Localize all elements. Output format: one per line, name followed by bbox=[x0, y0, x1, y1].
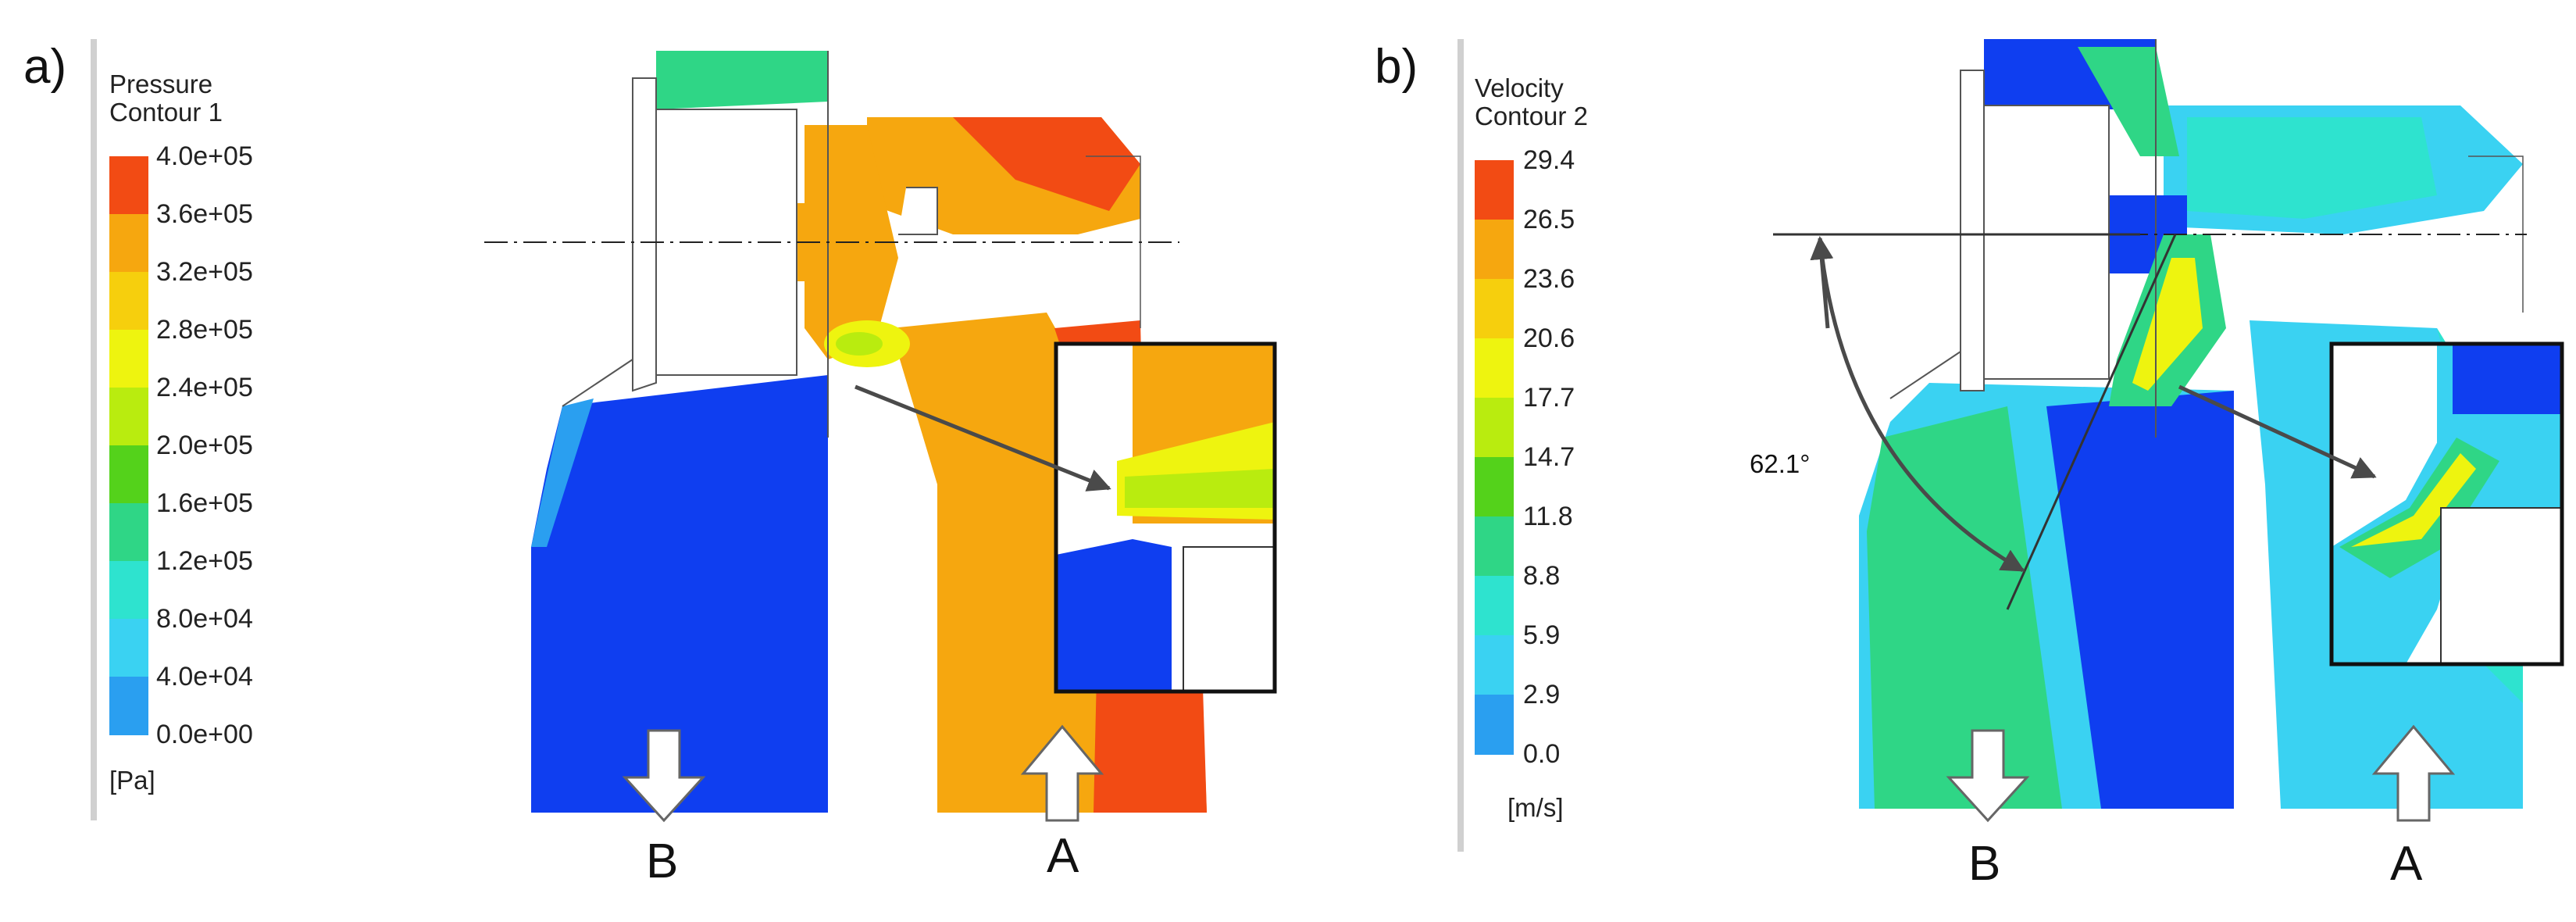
pressure-jet-inner bbox=[836, 332, 883, 356]
pressure-port-b-duct bbox=[531, 375, 828, 813]
velocity-port-b-green bbox=[1867, 406, 2062, 809]
port-a-up-arrow-b bbox=[2371, 724, 2456, 822]
legend-tick-label: 23.6 bbox=[1523, 264, 1575, 294]
velocity-port-b-slow bbox=[2046, 391, 2234, 809]
colorbar-band bbox=[109, 388, 148, 446]
velocity-valve-body bbox=[1960, 70, 1985, 391]
panel-b-label: b) bbox=[1375, 40, 1418, 94]
legend-tick-label: 3.6e+05 bbox=[156, 199, 253, 229]
colorbar-band bbox=[1475, 576, 1514, 636]
pressure-contour bbox=[484, 51, 1277, 823]
velocity-contour bbox=[1773, 39, 2564, 823]
legend-tick-label: 8.8 bbox=[1523, 561, 1561, 591]
port-b-down-arrow-b bbox=[1946, 729, 2030, 823]
legend-b-unit: [m/s] bbox=[1507, 793, 1564, 822]
legend-tick-label: 29.4 bbox=[1523, 145, 1575, 175]
legend-tick-label: 11.8 bbox=[1523, 502, 1573, 531]
legend-tick-label: 1.2e+05 bbox=[156, 546, 253, 576]
legend-b-colorbar bbox=[1475, 160, 1514, 755]
panel-a-port-a-label: A bbox=[1047, 829, 1079, 883]
legend-tick-label: 2.0e+05 bbox=[156, 431, 253, 460]
legend-tick-label: 14.7 bbox=[1523, 442, 1575, 472]
colorbar-band bbox=[109, 619, 148, 677]
colorbar-band bbox=[1475, 398, 1514, 458]
colorbar-band bbox=[109, 214, 148, 273]
pressure-detail-arrow bbox=[855, 384, 1111, 491]
colorbar-band bbox=[1475, 279, 1514, 339]
colorbar-band bbox=[1475, 338, 1514, 398]
panel-b-port-b-label: B bbox=[1968, 837, 2001, 891]
pressure-valve-body bbox=[632, 77, 657, 392]
legend-tick-label: 2.4e+05 bbox=[156, 373, 253, 402]
legend-tick-label: 2.9 bbox=[1523, 680, 1561, 709]
colorbar-band bbox=[1475, 695, 1514, 755]
legend-b-title-line2: Contour 2 bbox=[1475, 101, 1588, 130]
pressure-port-b-edge bbox=[531, 398, 594, 547]
legend-a-title: Pressure Contour 1 bbox=[109, 70, 223, 126]
legend-tick-label: 0.0 bbox=[1523, 739, 1561, 769]
legend-b-title-line1: Velocity bbox=[1475, 73, 1564, 102]
pressure-inset bbox=[1054, 341, 1277, 694]
velocity-detail-arrow bbox=[2178, 384, 2377, 479]
colorbar-band bbox=[109, 445, 148, 504]
velocity-top-jet bbox=[2078, 47, 2179, 156]
colorbar-band bbox=[109, 503, 148, 562]
colorbar-band bbox=[1475, 457, 1514, 517]
colorbar-band bbox=[109, 156, 148, 215]
panel-b-port-a-label: A bbox=[2390, 837, 2423, 891]
legend-tick-label: 20.6 bbox=[1523, 323, 1575, 353]
legend-a-unit: [Pa] bbox=[109, 766, 155, 795]
legend-tick-label: 1.6e+05 bbox=[156, 488, 253, 518]
colorbar-band bbox=[1475, 635, 1514, 695]
legend-a-frame bbox=[91, 39, 97, 820]
legend-b-frame bbox=[1457, 39, 1464, 852]
colorbar-band bbox=[109, 272, 148, 331]
legend-tick-label: 0.0e+00 bbox=[156, 720, 253, 749]
colorbar-band bbox=[109, 677, 148, 735]
colorbar-band bbox=[109, 330, 148, 388]
legend-b-title: Velocity Contour 2 bbox=[1475, 74, 1588, 130]
legend-tick-label: 8.0e+04 bbox=[156, 604, 253, 634]
legend-tick-label: 2.8e+05 bbox=[156, 315, 253, 345]
legend-tick-label: 4.0e+05 bbox=[156, 141, 253, 171]
legend-tick-label: 26.5 bbox=[1523, 205, 1575, 234]
panel-a-port-b-label: B bbox=[646, 834, 679, 888]
angle-label: 62.1° bbox=[1750, 449, 1811, 478]
velocity-inset bbox=[2329, 341, 2564, 666]
colorbar-band bbox=[1475, 516, 1514, 577]
port-a-up-arrow bbox=[1020, 724, 1104, 822]
legend-tick-label: 4.0e+04 bbox=[156, 662, 253, 692]
legend-tick-label: 3.2e+05 bbox=[156, 257, 253, 287]
port-b-down-arrow bbox=[622, 729, 706, 823]
pressure-upper-hot bbox=[953, 117, 1140, 211]
velocity-angle-arc bbox=[1818, 238, 2025, 573]
colorbar-band bbox=[1475, 220, 1514, 280]
legend-a-title-line1: Pressure bbox=[109, 70, 213, 98]
legend-tick-label: 5.9 bbox=[1523, 620, 1561, 650]
colorbar-band bbox=[1475, 160, 1514, 220]
colorbar-band bbox=[109, 561, 148, 620]
velocity-valve-block bbox=[1983, 105, 2110, 380]
panel-a-label: a) bbox=[23, 40, 67, 94]
legend-a-title-line2: Contour 1 bbox=[109, 97, 223, 127]
velocity-jet-axis bbox=[2006, 234, 2177, 610]
velocity-upper-inner bbox=[2187, 117, 2437, 219]
legend-tick-label: 17.7 bbox=[1523, 383, 1575, 413]
pressure-top-strip bbox=[656, 51, 828, 109]
legend-a-colorbar bbox=[109, 156, 148, 735]
velocity-throat-core bbox=[2132, 258, 2203, 391]
